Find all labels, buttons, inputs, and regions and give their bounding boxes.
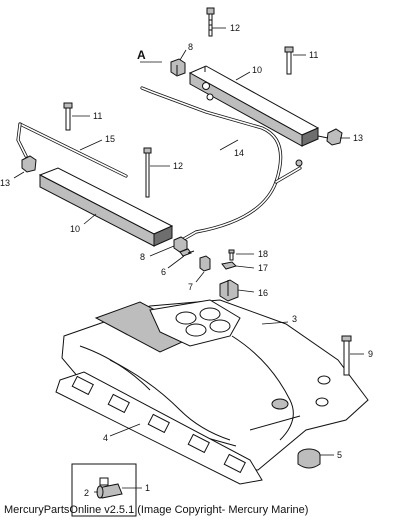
bolt-12-top[interactable] xyxy=(206,7,215,37)
bolt-12-middle[interactable] xyxy=(143,147,152,198)
leader-lines xyxy=(13,27,364,493)
fuel-rail-10-left[interactable] xyxy=(38,167,174,247)
callout-14: 14 xyxy=(234,148,244,158)
plug-5[interactable] xyxy=(297,448,321,469)
callout-13-right: 13 xyxy=(353,133,363,143)
fuel-line-14[interactable] xyxy=(140,86,303,242)
callout-17: 17 xyxy=(258,263,268,273)
callout-12-middle: 12 xyxy=(173,161,183,171)
callout-A: A xyxy=(137,48,146,62)
fitting-13-left[interactable] xyxy=(21,155,37,173)
callout-4: 4 xyxy=(103,433,108,443)
gasket-4[interactable] xyxy=(55,371,263,485)
copyright-footer: MercuryPartsOnline v2.5.1 (Image Copyrig… xyxy=(4,504,309,516)
clip-8-upper[interactable] xyxy=(170,58,186,77)
callout-15: 15 xyxy=(105,134,115,144)
callout-7: 7 xyxy=(188,282,193,292)
injector-inset xyxy=(71,463,137,517)
intake-manifold-3[interactable] xyxy=(61,299,369,471)
callout-10-right: 10 xyxy=(252,65,262,75)
callout-1: 1 xyxy=(145,483,150,493)
callout-18: 18 xyxy=(258,249,268,259)
fitting-13-right[interactable] xyxy=(317,128,343,146)
bolt-11-left[interactable] xyxy=(63,102,73,131)
fitting-7[interactable] xyxy=(199,255,211,272)
callout-6: 6 xyxy=(161,267,166,277)
bolt-9[interactable] xyxy=(341,335,352,376)
crossover-tube-15[interactable] xyxy=(16,122,128,178)
callout-labels: 12 11 8 A 10 11 13 15 13 12 14 10 8 6 7 … xyxy=(0,23,373,498)
bolt-11-right[interactable] xyxy=(284,46,294,75)
screw-18[interactable] xyxy=(228,249,235,261)
callout-3: 3 xyxy=(292,314,297,324)
callout-13-left: 13 xyxy=(0,178,10,188)
clamp-17[interactable] xyxy=(221,261,237,270)
fuel-rail-10-right[interactable] xyxy=(188,65,320,147)
callout-2: 2 xyxy=(84,488,89,498)
callout-10-left: 10 xyxy=(70,224,80,234)
callout-12-top: 12 xyxy=(230,23,240,33)
callout-11-right: 11 xyxy=(309,50,318,60)
fitting-6[interactable] xyxy=(179,248,195,257)
sensor-16[interactable] xyxy=(219,279,239,302)
callout-5: 5 xyxy=(337,450,342,460)
callout-8-upper: 8 xyxy=(188,42,193,52)
callout-11-left: 11 xyxy=(93,111,102,121)
callout-16: 16 xyxy=(258,288,268,298)
callout-9: 9 xyxy=(368,349,373,359)
callout-8-lower: 8 xyxy=(140,252,145,262)
